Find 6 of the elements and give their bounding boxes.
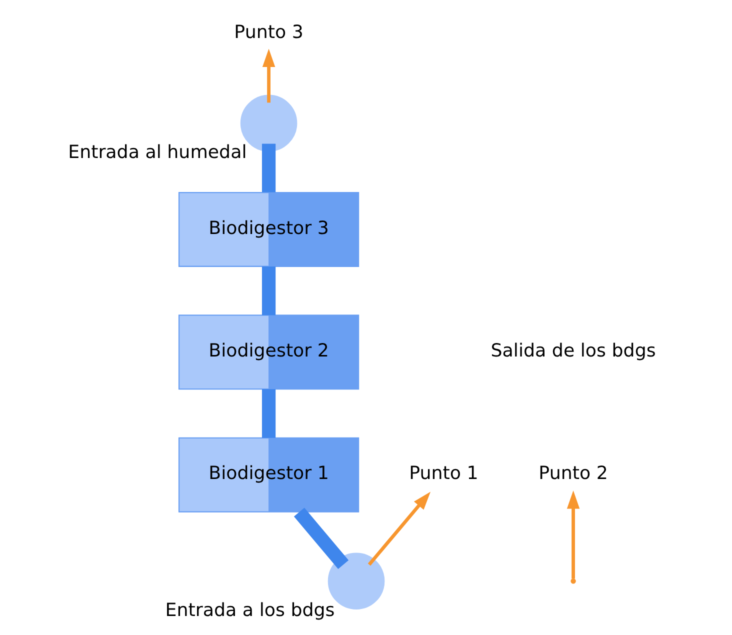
- node-label: Entrada al humedal: [68, 142, 246, 164]
- label: Salida de los bdgs: [490, 340, 656, 362]
- node-text: Punto 2: [538, 463, 608, 484]
- node-text: Punto 3: [234, 22, 303, 43]
- node-text: Punto 1: [408, 463, 478, 484]
- node-label: Entrada a los bdgs: [164, 600, 334, 622]
